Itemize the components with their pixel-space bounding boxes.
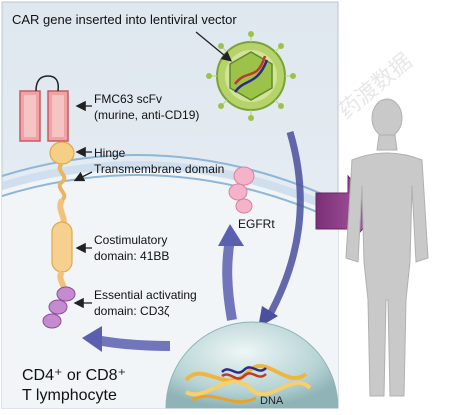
transmembrane-label: Transmembrane domain [94,162,224,176]
activating-label-line1: Essential activating [94,288,197,302]
scfv-label-line2: (murine, anti-CD19) [94,108,199,122]
costimulatory-domain [51,198,73,295]
egfrt-label: EGFRt [238,217,275,231]
dna-strand [184,364,312,404]
expression-arrow [222,239,237,321]
scfv-domain [19,75,69,142]
scfv-label-line1: FMC63 scFv [94,92,162,106]
transmembrane-domain [57,162,67,202]
vector-label: CAR gene inserted into lentiviral vector [12,12,237,27]
activating-label-line2: domain: CD3ζ [94,304,170,318]
cell-membrane [0,154,340,222]
egfrt-protein [228,166,255,214]
cell-label-line1: CD4⁺ or CD8⁺ [22,367,126,384]
cd3-zeta-domain [42,286,76,329]
dna-helix-icon [233,55,269,93]
translation-arrow [95,335,171,351]
cell-label-line2: T lymphocyte [22,387,117,404]
nucleus [165,321,339,409]
translation-arrowhead [82,326,102,352]
hinge-label: Hinge [94,146,126,160]
hinge-domain [49,141,75,165]
human-silhouette-icon [345,98,429,397]
costim-label-line2: domain: 41BB [94,249,169,263]
expression-arrowhead [218,224,244,246]
vector-pointer [195,31,233,62]
dna-label: DNA [260,395,284,407]
transmembrane-pointer [73,171,93,182]
transduction-arrow [264,131,304,320]
lentivirus-icon [206,31,296,121]
costim-label-line1: Costimulatory [94,233,167,247]
